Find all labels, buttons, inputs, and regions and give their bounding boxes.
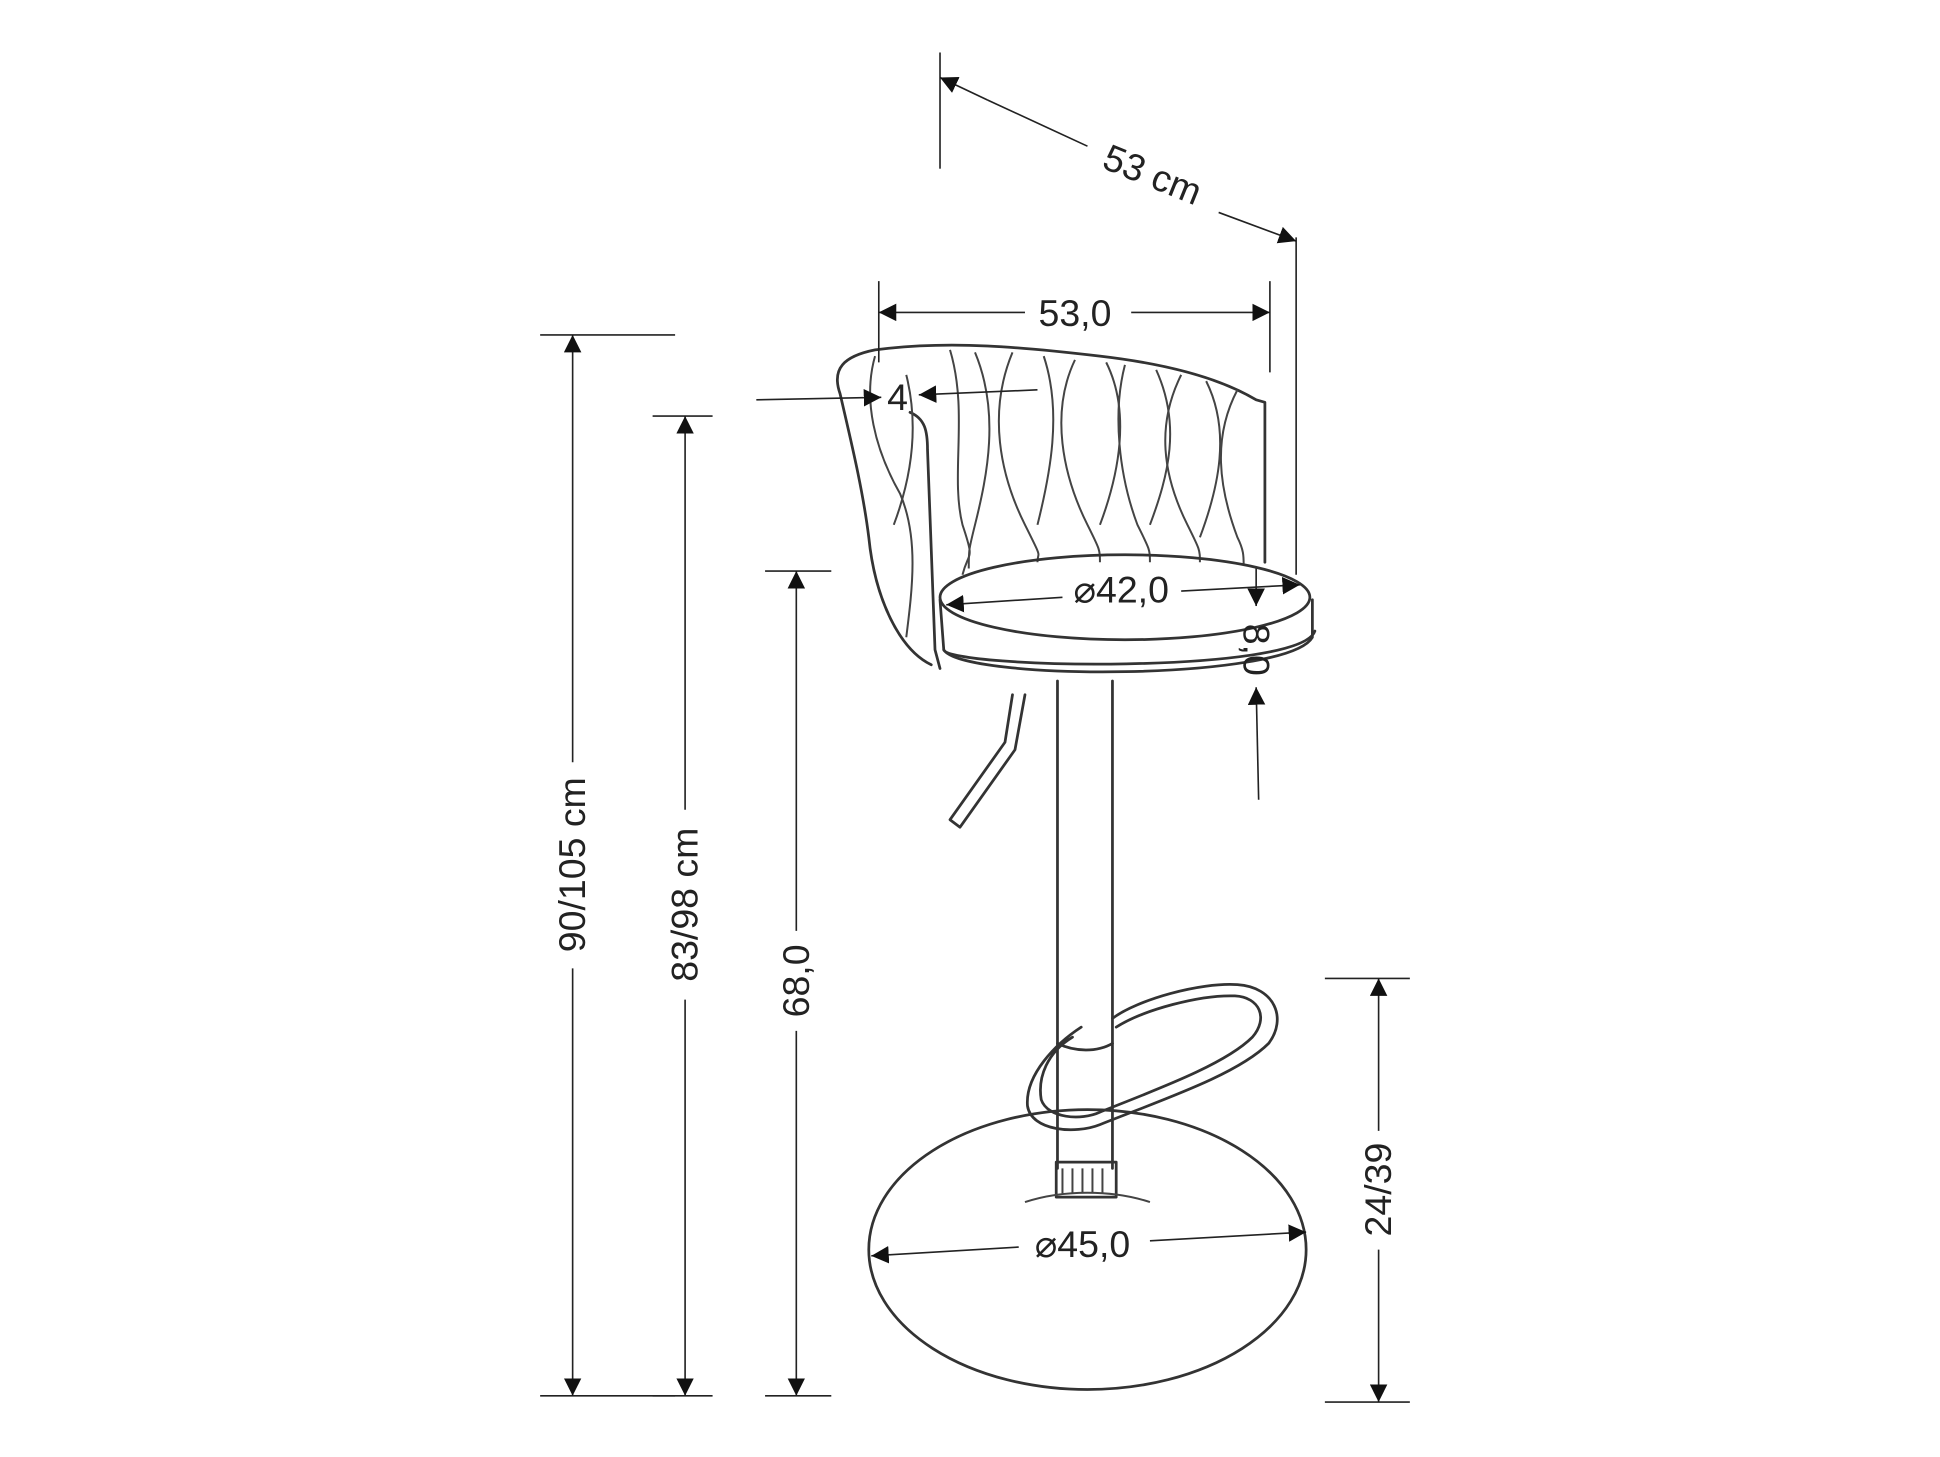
base-collar: [1054, 1160, 1118, 1199]
armrest-height-label: 83/98 cm: [664, 828, 706, 982]
dimension-backrest-thickness: 4: [756, 376, 1038, 418]
backrest-thickness-label: 4: [887, 376, 908, 418]
seat-side: [938, 598, 1314, 674]
base-disc: [867, 1108, 1308, 1391]
total-height-label: 90/105 cm: [551, 777, 593, 952]
seat-height-label: 68,0: [775, 944, 817, 1017]
footrest-height-label: 24/39: [1357, 1143, 1399, 1237]
backrest-weave: [869, 349, 1245, 638]
backrest-inner-post: [908, 410, 942, 670]
width-label: 53,0: [1038, 292, 1111, 334]
dimension-footrest-height: 24/39: [1324, 977, 1410, 1403]
gas-lever: [948, 693, 1027, 829]
backrest: [835, 343, 1267, 667]
seat-diameter-label: ⌀42,0: [1073, 568, 1168, 610]
seat-top: [938, 553, 1312, 642]
dimension-seat-thickness: 8,0: [1236, 568, 1278, 800]
dimension-seat-diameter: ⌀42,0: [946, 568, 1300, 613]
dimension-depth: 53 cm: [939, 52, 1297, 575]
dimension-seat-height: 68,0: [765, 570, 832, 1397]
stool-outline: [835, 343, 1317, 1391]
base-diameter-label: ⌀45,0: [1035, 1223, 1130, 1265]
footrest-ring: [1026, 983, 1279, 1132]
dimension-total-height: 90/105 cm: [540, 334, 676, 1397]
dimension-width: 53,0: [877, 281, 1271, 373]
seat-thickness-label: 8,0: [1236, 624, 1278, 676]
dimension-armrest-height: 83/98 cm: [652, 415, 713, 1397]
depth-label: 53 cm: [1097, 136, 1207, 213]
dimension-base-diameter: ⌀45,0: [871, 1223, 1307, 1265]
pole: [1056, 679, 1114, 1170]
